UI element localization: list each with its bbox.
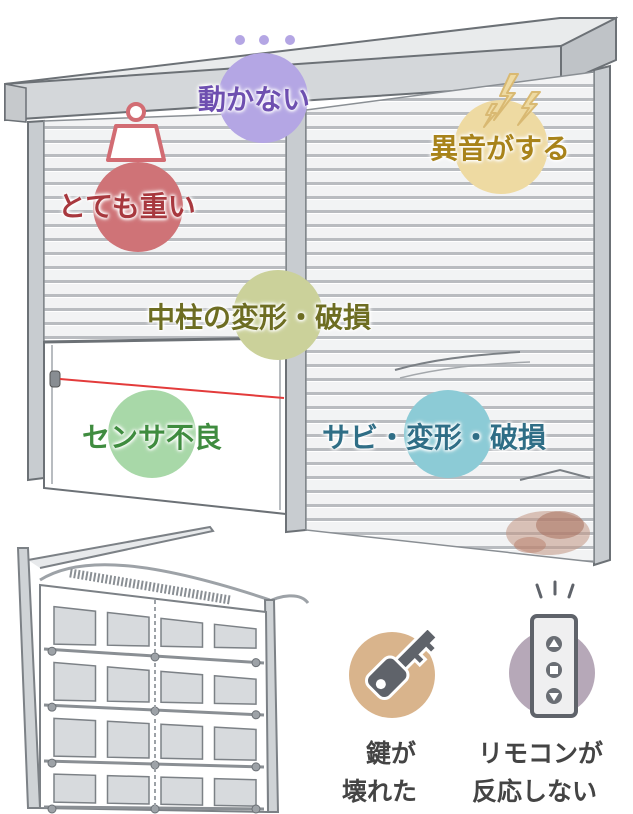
door-hinge [251, 762, 261, 772]
door-window [213, 726, 257, 761]
strange-noise-circle [454, 100, 548, 194]
weight-icon [106, 102, 166, 162]
sensor-circle [108, 390, 196, 478]
door-window [106, 611, 150, 647]
label-key-line2: 壊れた [342, 777, 418, 806]
door-window [213, 777, 257, 807]
remote-icon [530, 614, 578, 718]
door-window [53, 717, 97, 758]
door-window [213, 623, 257, 649]
door-window [106, 720, 150, 759]
label-not-moving: 動かない [198, 83, 311, 116]
door-window [106, 666, 150, 703]
sensor-unit [49, 370, 61, 388]
label-very-heavy: とても重い [58, 190, 196, 223]
right-shutter-curtain [305, 71, 595, 563]
door-window [160, 670, 204, 704]
door-hinge [47, 702, 57, 712]
door-hinge [251, 658, 261, 668]
door-window [160, 723, 204, 760]
lightning-icon [483, 73, 541, 128]
label-rust-deform-damage: サビ・変形・破損 [322, 421, 547, 454]
door-hinge [47, 646, 57, 656]
door-window-grid [43, 600, 265, 814]
motion-dots [235, 35, 295, 45]
door-window [160, 776, 204, 806]
rust-patch [506, 511, 590, 555]
center-pillar-circle [233, 270, 323, 360]
not-moving-circle [218, 53, 308, 143]
label-sensor: センサ不良 [82, 421, 223, 454]
door-window [53, 661, 97, 702]
label-remote-line1: リモコンが [478, 739, 604, 768]
label-remote-line2: 反応しない [472, 777, 598, 806]
label-strange-noise: 異音がする [430, 132, 571, 165]
door-window [106, 774, 150, 805]
label-key-line1: 鍵が [366, 739, 417, 768]
sensor-beam [59, 378, 285, 399]
label-center-pillar: 中柱の変形・破損 [147, 301, 372, 334]
very-heavy-circle [93, 162, 183, 252]
door-hinge [150, 804, 160, 814]
door-hinge [47, 804, 57, 814]
rust-circle [404, 390, 492, 478]
door-hinge [251, 710, 261, 720]
door-window [160, 617, 204, 648]
signal-lines [535, 580, 575, 599]
door-window [53, 605, 97, 646]
key-icon [364, 625, 440, 701]
door-hinge [251, 804, 261, 814]
door-window [53, 773, 97, 804]
door-hinge [47, 758, 57, 768]
door-window [213, 674, 257, 705]
